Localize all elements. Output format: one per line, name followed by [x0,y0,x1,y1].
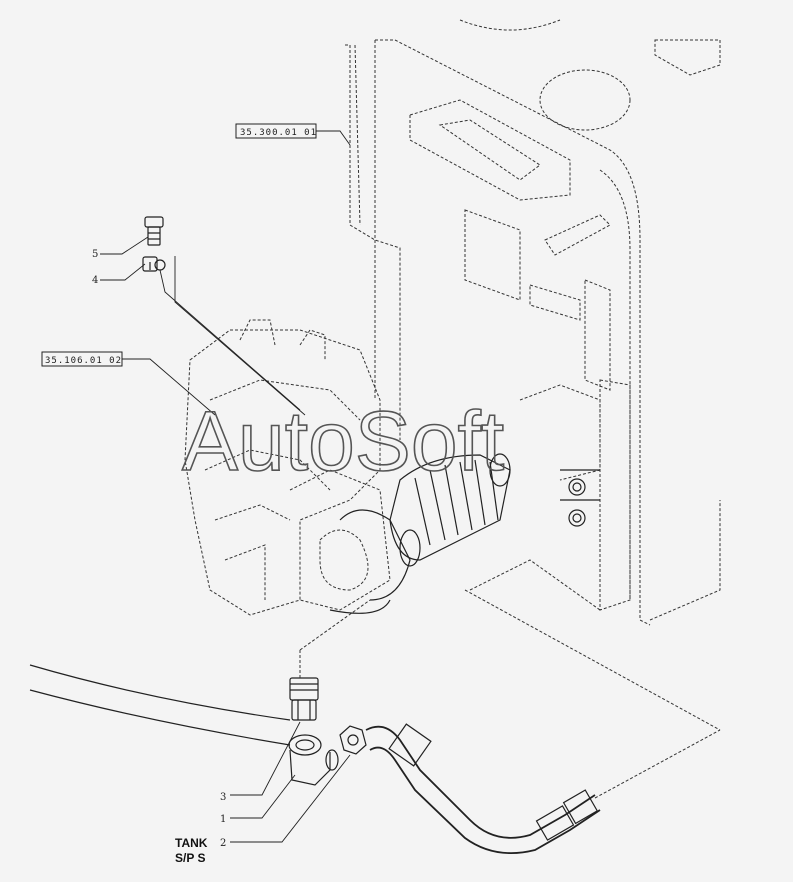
small-fitting-4 [142,256,166,272]
return-line [29,599,391,746]
fitting-nut [339,725,367,755]
callout-4-leader [159,256,306,416]
callout-number: 3 [220,792,226,803]
fitting-adapter [289,677,319,721]
ref-box-left[interactable]: 35.106.01 02 [41,351,216,416]
callout-4: 4 [92,263,146,286]
routing-lines [299,589,721,731]
callout-3: 3 [220,721,301,803]
fitting-elbow [288,734,339,786]
callout-5: 5 [92,236,149,260]
callout-number: 1 [220,814,226,825]
suction-hose [339,453,600,601]
callout-2: 2 [220,754,351,849]
ref-box-top[interactable]: 35.300.01 01 [235,123,351,146]
callout-number: 4 [92,275,98,286]
callout-number: 2 [220,838,226,849]
tank-label: TANK [175,836,208,850]
small-fitting-5 [144,216,164,246]
pump-assembly [184,319,391,616]
tank-hose [365,723,721,855]
watermark-logo: AutoSoft [182,394,504,488]
chassis-frame [345,19,721,626]
callout-number: 5 [92,249,98,260]
callout-1: 1 [220,774,296,825]
tank-sublabel: S/P S [175,851,205,865]
ref-text-left: 35.106.01 02 [45,356,122,366]
ref-text-top: 35.300.01 01 [240,128,317,138]
